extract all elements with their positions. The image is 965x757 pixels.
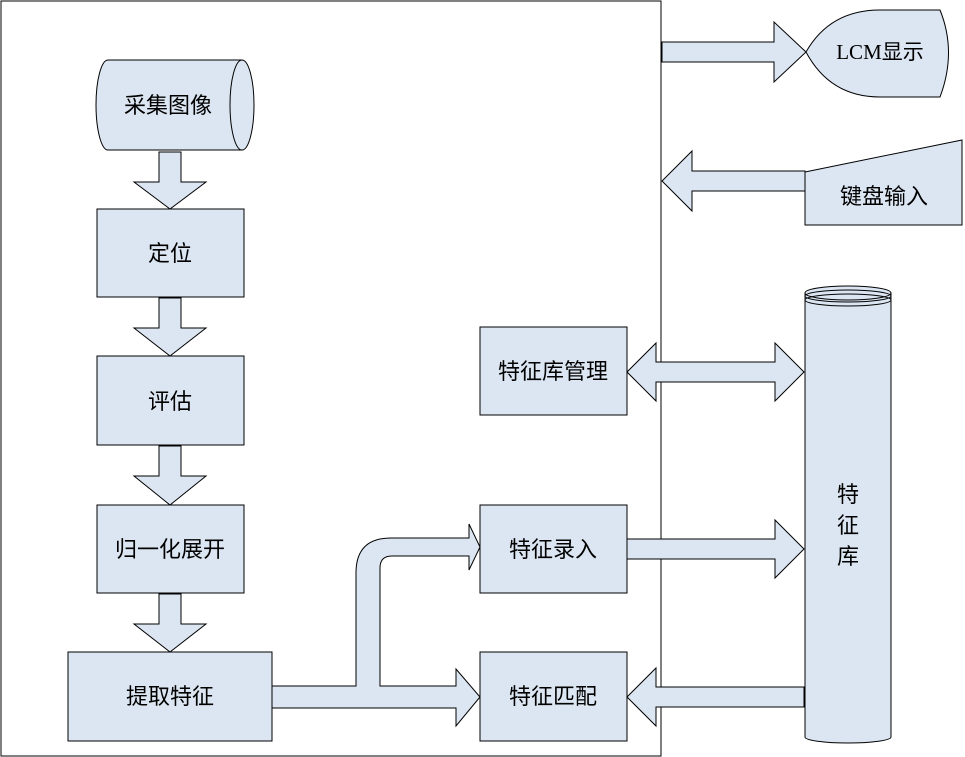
normalize-label: 归一化展开 bbox=[115, 538, 225, 563]
lcm-display-label: LCM显示 bbox=[836, 40, 924, 64]
arrow-keyboard-to-system bbox=[661, 149, 806, 213]
match-label: 特征匹配 bbox=[509, 685, 597, 710]
feature-database-node: 特 征 库 bbox=[804, 285, 892, 744]
enroll-label: 特征录入 bbox=[509, 538, 597, 563]
db-management-node bbox=[479, 326, 628, 416]
database-label-char-3: 库 bbox=[837, 545, 859, 570]
arrow-locate-to-evaluate bbox=[132, 297, 208, 357]
locate-label: 定位 bbox=[148, 242, 192, 267]
arrow-capture-to-locate bbox=[132, 151, 208, 210]
database-label-char-2: 征 bbox=[837, 514, 859, 539]
arrow-normalize-to-extract bbox=[132, 593, 208, 653]
arrow-extract-to-enroll-and-match bbox=[271, 523, 481, 728]
locate-node bbox=[96, 208, 245, 298]
capture-image-label: 采集图像 bbox=[124, 94, 212, 119]
arrow-system-to-lcm bbox=[661, 20, 807, 84]
evaluate-label: 评估 bbox=[148, 390, 192, 415]
match-node bbox=[479, 651, 628, 742]
keyboard-input-label: 键盘输入 bbox=[840, 185, 928, 210]
arrow-management-database bbox=[626, 341, 805, 403]
arrow-enroll-to-database bbox=[626, 518, 805, 580]
db-management-label: 特征库管理 bbox=[498, 360, 608, 385]
extract-label: 提取特征 bbox=[126, 685, 214, 710]
arrow-database-to-match bbox=[626, 666, 805, 728]
normalize-node bbox=[96, 504, 245, 594]
database-label-char-1: 特 bbox=[837, 483, 859, 508]
capture-image-node: 采集图像 bbox=[95, 59, 255, 151]
evaluate-node bbox=[96, 355, 245, 446]
lcm-display-node: LCM显示 bbox=[805, 9, 949, 98]
arrow-evaluate-to-normalize bbox=[132, 445, 208, 506]
keyboard-input-node: 键盘输入 bbox=[804, 139, 963, 226]
